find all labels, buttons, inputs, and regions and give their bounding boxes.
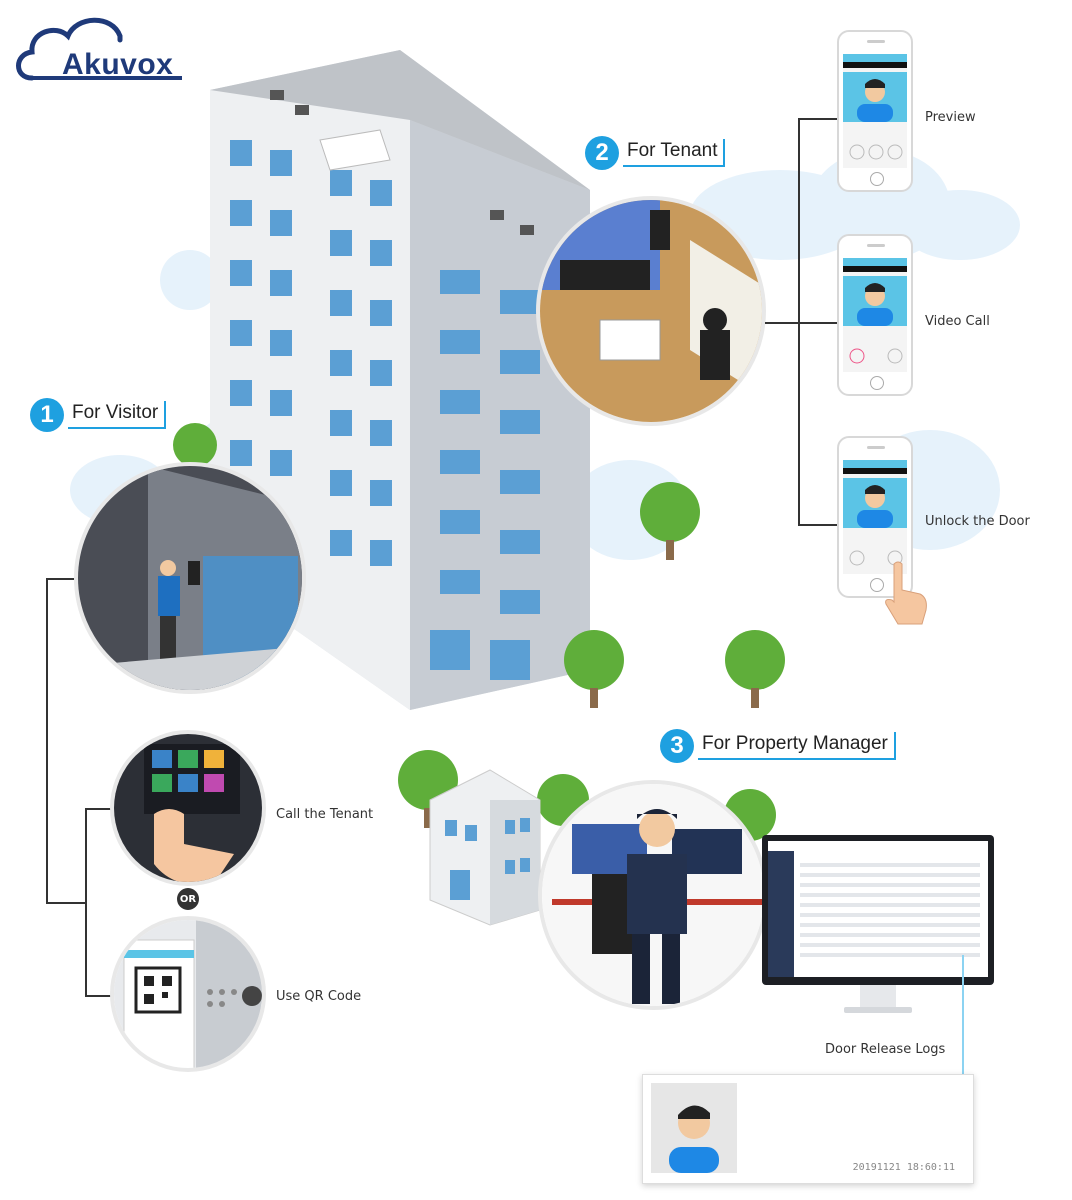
phone-unlock-door <box>837 436 913 598</box>
section-label: For Visitor <box>68 401 167 429</box>
door-release-log-entry: 20191121 18:60:11 <box>642 1074 974 1184</box>
tapping-hand-icon <box>885 561 927 625</box>
property-manager-office-scene <box>538 780 768 1010</box>
avatar-icon <box>857 283 893 326</box>
phone-screen <box>843 460 907 574</box>
connector-line <box>46 902 86 904</box>
phone-video-call <box>837 234 913 396</box>
phone-screen <box>843 258 907 372</box>
for-property-manager-badge: 3 For Property Manager <box>660 729 896 763</box>
call-tenant-panel-scene <box>110 730 266 886</box>
for-visitor-badge: 1 For Visitor <box>30 398 167 432</box>
connector-line <box>85 995 111 997</box>
for-tenant-badge: 2 For Tenant <box>585 136 726 170</box>
visitor-door-illustration <box>78 466 302 690</box>
log-timestamp: 20191121 18:60:11 <box>852 1162 955 1173</box>
visitor-photo <box>651 1083 737 1173</box>
connector-line <box>46 578 74 580</box>
intercom-touch-panel-illustration <box>114 734 262 882</box>
callout-line <box>962 955 964 1075</box>
qr-code-phone-illustration <box>114 920 262 1068</box>
section-number: 2 <box>585 136 619 170</box>
section-number: 3 <box>660 729 694 763</box>
connector-line <box>798 524 838 526</box>
living-room-illustration <box>540 200 762 422</box>
or-separator: OR <box>177 888 199 910</box>
phone-preview <box>837 30 913 192</box>
door-release-logs-caption: Door Release Logs <box>825 1042 946 1057</box>
tenant-living-room-scene <box>536 196 766 426</box>
security-guard-illustration <box>542 784 764 1006</box>
avatar-icon <box>669 1105 719 1173</box>
phone-caption-video-call: Video Call <box>925 314 990 329</box>
section-label: For Property Manager <box>698 732 896 760</box>
qr-code-caption: Use QR Code <box>276 989 362 1004</box>
phone-caption-unlock-door: Unlock the Door <box>925 514 1030 529</box>
call-tenant-caption: Call the Tenant <box>276 807 374 822</box>
section-number: 1 <box>30 398 64 432</box>
small-house-illustration <box>429 769 541 926</box>
connector-line <box>798 118 838 120</box>
cloud-logo-icon <box>16 17 182 81</box>
phone-screen <box>843 54 907 168</box>
connector-line <box>85 808 111 810</box>
avatar-icon <box>857 79 893 122</box>
connector-line <box>46 578 48 904</box>
qr-code-scene <box>110 916 266 1072</box>
connector-line <box>798 322 838 324</box>
akuvox-logo: Akuvox <box>12 10 187 90</box>
connector-line <box>85 808 87 996</box>
avatar-icon <box>857 485 893 528</box>
call-controls-icons <box>849 144 903 160</box>
phone-caption-preview: Preview <box>925 110 976 125</box>
connector-line <box>765 322 799 324</box>
call-controls-icons <box>849 348 903 364</box>
section-label: For Tenant <box>623 139 726 167</box>
visitor-at-door-scene <box>74 462 306 694</box>
door-release-logs-monitor <box>762 835 994 1013</box>
brand-name: Akuvox <box>62 48 174 81</box>
